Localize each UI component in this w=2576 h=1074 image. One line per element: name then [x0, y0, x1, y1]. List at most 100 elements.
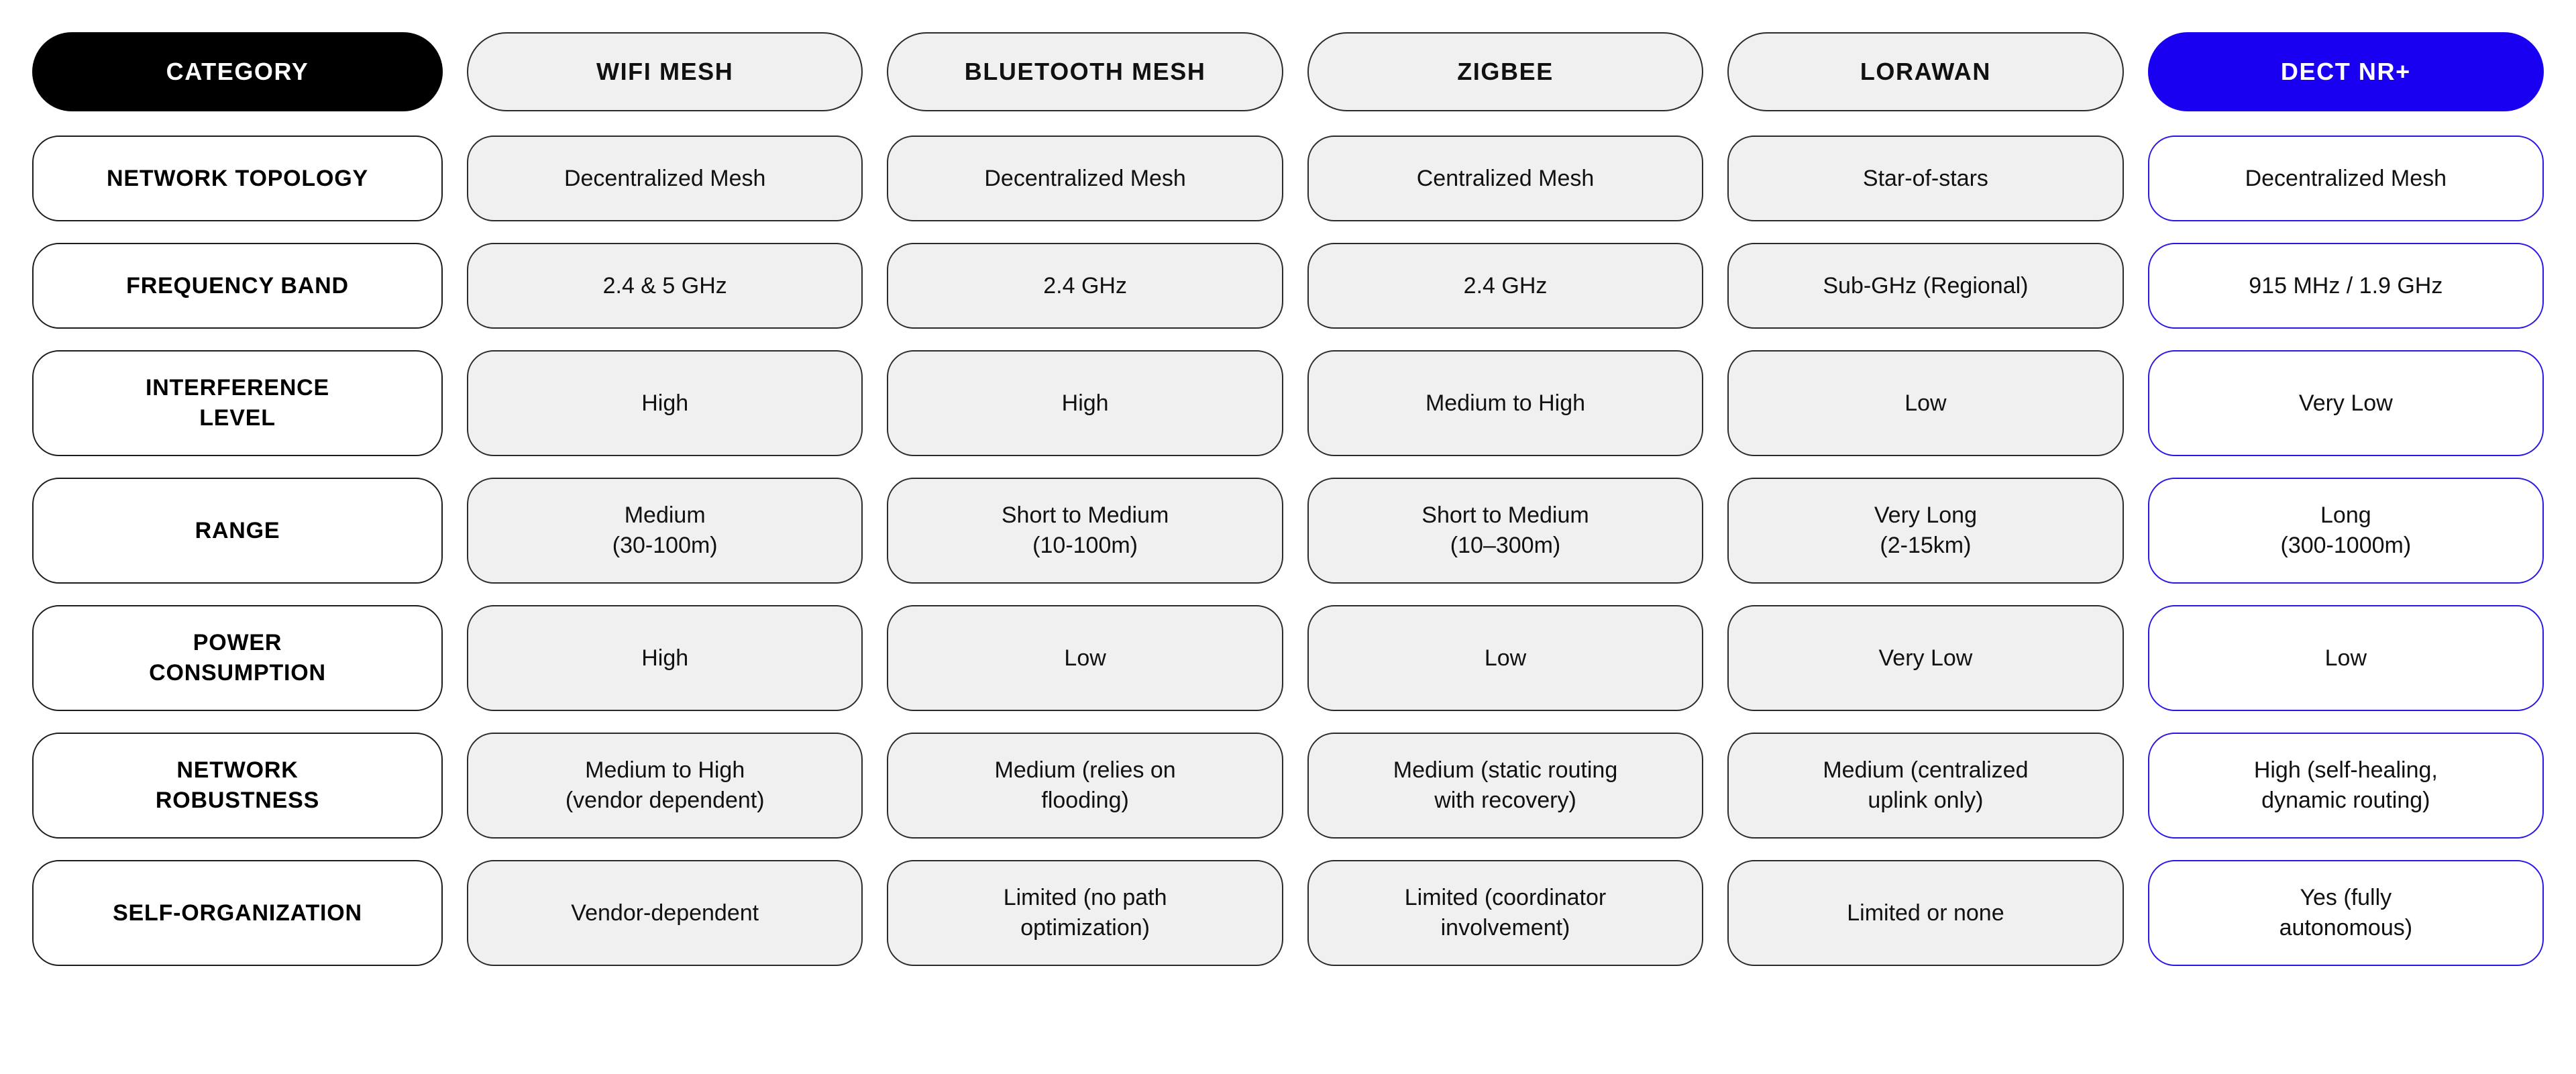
table-row-power-consumption: POWER CONSUMPTION High Low Low Very Low …: [32, 605, 2544, 711]
cell-value: Limited (coordinator involvement): [1404, 885, 1607, 941]
cell-value: Long (300-1000m): [2280, 502, 2412, 558]
cell-value: Low: [2324, 645, 2367, 671]
cell-value: Medium to High (vendor dependent): [565, 757, 765, 813]
cell-value: Low: [1064, 645, 1106, 671]
data-cell-dect-nr-plus: 915 MHz / 1.9 GHz: [2147, 243, 2544, 329]
table-header-row: CATEGORY WIFI MESH BLUETOOTH MESH ZIGBEE…: [32, 32, 2544, 111]
data-cell-zigbee: Limited (coordinator involvement): [1307, 860, 1704, 966]
cell-value: Medium (relies on flooding): [994, 757, 1176, 813]
data-cell-bluetooth-mesh: Medium (relies on flooding): [887, 733, 1283, 839]
cell-value: Sub-GHz (Regional): [1823, 272, 2029, 299]
header-cell-bluetooth-mesh[interactable]: BLUETOOTH MESH: [887, 32, 1283, 111]
data-cell-dect-nr-plus: Yes (fully autonomous): [2147, 860, 2544, 966]
data-cell-zigbee: Low: [1307, 605, 1704, 711]
cell-value: Very Low: [1878, 645, 1973, 671]
cell-value: 2.4 & 5 GHz: [602, 272, 727, 299]
cell-value: Limited or none: [1847, 900, 2004, 926]
row-label: FREQUENCY BAND: [32, 243, 443, 329]
header-label: LORAWAN: [1860, 58, 1992, 85]
data-cell-bluetooth-mesh: Limited (no path optimization): [887, 860, 1283, 966]
cell-value: High: [641, 390, 689, 416]
cell-value: High: [641, 645, 689, 671]
row-label: SELF-ORGANIZATION: [32, 860, 443, 966]
row-label-text: INTERFERENCE LEVEL: [145, 375, 330, 431]
row-label: NETWORK ROBUSTNESS: [32, 733, 443, 839]
data-cell-lorawan: Sub-GHz (Regional): [1727, 243, 2124, 329]
data-cell-lorawan: Low: [1727, 350, 2124, 456]
header-label: ZIGBEE: [1457, 58, 1554, 85]
cell-value: 2.4 GHz: [1043, 272, 1127, 299]
data-cell-wifi-mesh: 2.4 & 5 GHz: [467, 243, 863, 329]
table-row-network-topology: NETWORK TOPOLOGY Decentralized Mesh Dece…: [32, 136, 2544, 221]
cell-value: Very Long (2-15km): [1874, 502, 1977, 558]
row-label: RANGE: [32, 478, 443, 584]
cell-value: Medium (30-100m): [612, 502, 718, 558]
cell-value: 2.4 GHz: [1463, 272, 1548, 299]
row-label: NETWORK TOPOLOGY: [32, 136, 443, 221]
row-label: INTERFERENCE LEVEL: [32, 350, 443, 456]
cell-value: Limited (no path optimization): [1003, 885, 1167, 941]
data-cell-dect-nr-plus: Very Low: [2147, 350, 2544, 456]
data-cell-zigbee: 2.4 GHz: [1307, 243, 1704, 329]
cell-value: Star-of-stars: [1862, 165, 1988, 191]
data-cell-dect-nr-plus: Low: [2147, 605, 2544, 711]
data-cell-dect-nr-plus: High (self-healing, dynamic routing): [2147, 733, 2544, 839]
cell-value: Centralized Mesh: [1416, 165, 1595, 191]
cell-value: Low: [1484, 645, 1527, 671]
header-cell-category[interactable]: CATEGORY: [32, 32, 443, 111]
data-cell-wifi-mesh: High: [467, 605, 863, 711]
cell-value: 915 MHz / 1.9 GHz: [2249, 272, 2443, 299]
data-cell-zigbee: Short to Medium (10–300m): [1307, 478, 1704, 584]
data-cell-dect-nr-plus: Decentralized Mesh: [2147, 136, 2544, 221]
data-cell-wifi-mesh: Decentralized Mesh: [467, 136, 863, 221]
cell-value: Medium (static routing with recovery): [1393, 757, 1618, 813]
row-label-text: NETWORK ROBUSTNESS: [155, 757, 320, 813]
header-cell-zigbee[interactable]: ZIGBEE: [1307, 32, 1704, 111]
header-label: BLUETOOTH MESH: [964, 58, 1206, 85]
header-label: WIFI MESH: [596, 58, 734, 85]
data-cell-wifi-mesh: Medium to High (vendor dependent): [467, 733, 863, 839]
cell-value: High: [1061, 390, 1109, 416]
cell-value: Low: [1904, 390, 1947, 416]
cell-value: Yes (fully autonomous): [2279, 885, 2413, 941]
data-cell-bluetooth-mesh: Short to Medium (10-100m): [887, 478, 1283, 584]
cell-value: Decentralized Mesh: [984, 165, 1186, 191]
cell-value: Short to Medium (10–300m): [1421, 502, 1589, 558]
data-cell-bluetooth-mesh: High: [887, 350, 1283, 456]
cell-value: Medium (centralized uplink only): [1823, 757, 2029, 813]
row-label-text: FREQUENCY BAND: [126, 272, 349, 299]
data-cell-zigbee: Centralized Mesh: [1307, 136, 1704, 221]
cell-value: Very Low: [2298, 390, 2393, 416]
data-cell-zigbee: Medium (static routing with recovery): [1307, 733, 1704, 839]
row-label-text: RANGE: [195, 517, 280, 543]
data-cell-bluetooth-mesh: Low: [887, 605, 1283, 711]
cell-value: Decentralized Mesh: [2245, 165, 2447, 191]
data-cell-lorawan: Star-of-stars: [1727, 136, 2124, 221]
header-cell-lorawan[interactable]: LORAWAN: [1727, 32, 2124, 111]
cell-value: Vendor-dependent: [571, 900, 759, 926]
data-cell-lorawan: Medium (centralized uplink only): [1727, 733, 2124, 839]
data-cell-wifi-mesh: Vendor-dependent: [467, 860, 863, 966]
row-label-text: POWER CONSUMPTION: [149, 630, 326, 686]
row-label-text: NETWORK TOPOLOGY: [107, 165, 368, 191]
data-cell-bluetooth-mesh: Decentralized Mesh: [887, 136, 1283, 221]
cell-value: Medium to High: [1425, 390, 1586, 416]
header-cell-wifi-mesh[interactable]: WIFI MESH: [467, 32, 863, 111]
data-cell-lorawan: Limited or none: [1727, 860, 2124, 966]
cell-value: Decentralized Mesh: [564, 165, 766, 191]
table-row-network-robustness: NETWORK ROBUSTNESS Medium to High (vendo…: [32, 733, 2544, 839]
table-row-range: RANGE Medium (30-100m) Short to Medium (…: [32, 478, 2544, 584]
table-row-interference-level: INTERFERENCE LEVEL High High Medium to H…: [32, 350, 2544, 456]
cell-value: High (self-healing, dynamic routing): [2253, 757, 2438, 813]
data-cell-wifi-mesh: Medium (30-100m): [467, 478, 863, 584]
row-label: POWER CONSUMPTION: [32, 605, 443, 711]
data-cell-dect-nr-plus: Long (300-1000m): [2147, 478, 2544, 584]
row-label-text: SELF-ORGANIZATION: [113, 900, 362, 926]
header-cell-dect-nr-plus[interactable]: DECT NR+: [2147, 32, 2544, 111]
table-row-self-organization: SELF-ORGANIZATION Vendor-dependent Limit…: [32, 860, 2544, 966]
data-cell-zigbee: Medium to High: [1307, 350, 1704, 456]
cell-value: Short to Medium (10-100m): [1001, 502, 1169, 558]
data-cell-bluetooth-mesh: 2.4 GHz: [887, 243, 1283, 329]
data-cell-lorawan: Very Low: [1727, 605, 2124, 711]
